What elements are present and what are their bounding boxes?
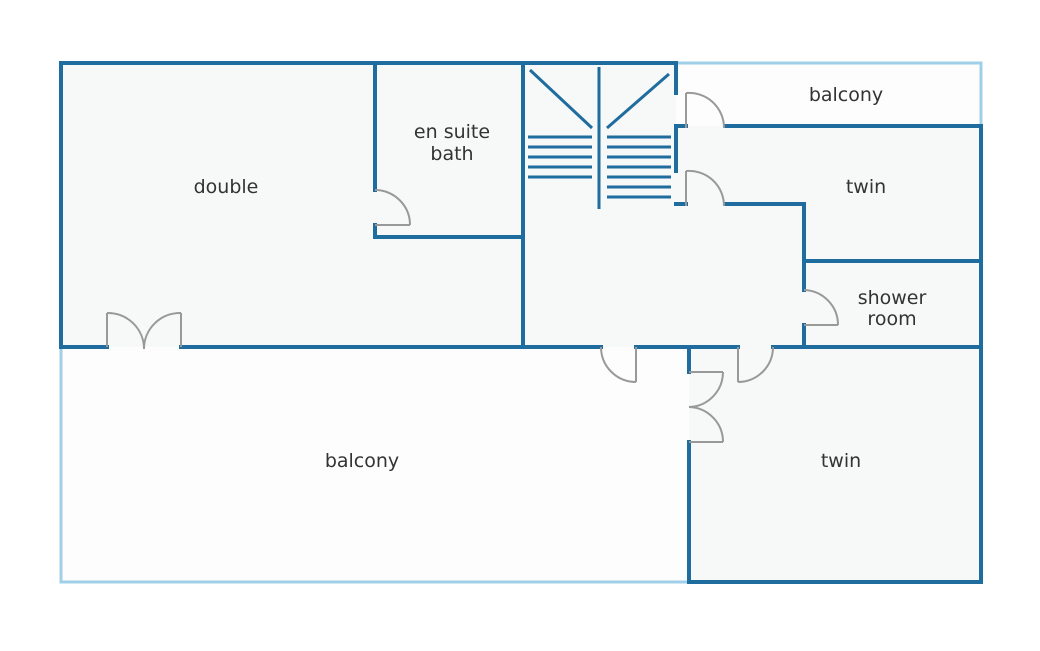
door-arc bbox=[106, 311, 145, 350]
label-twin-lower: twin bbox=[821, 450, 861, 472]
balcony-bottom-outline bbox=[59, 347, 689, 584]
walls bbox=[59, 61, 983, 584]
door-arc bbox=[688, 371, 724, 408]
label-balcony-top: balcony bbox=[809, 84, 883, 106]
floor-twin-upper bbox=[676, 126, 981, 261]
door-twin-lower-balcony[interactable] bbox=[688, 371, 724, 443]
stair-arrow-right bbox=[606, 72, 670, 130]
label-twin-upper: twin bbox=[846, 176, 886, 198]
staircase bbox=[528, 67, 671, 209]
floor-balcony-bottom bbox=[61, 347, 689, 582]
label-balcony-bottom: balcony bbox=[325, 450, 399, 472]
door-twin-upper[interactable] bbox=[685, 169, 726, 207]
door-arc bbox=[685, 169, 726, 207]
label-en-suite-line2: bath bbox=[430, 143, 473, 165]
doors bbox=[106, 91, 839, 443]
door-arc bbox=[688, 406, 724, 443]
door-balcony-top[interactable] bbox=[685, 91, 726, 129]
label-en-suite-line1: en suite bbox=[414, 121, 490, 143]
floor-shower bbox=[804, 261, 981, 347]
label-shower-line1: shower bbox=[858, 287, 927, 309]
floor-balcony-top bbox=[676, 63, 981, 126]
door-arc bbox=[600, 346, 637, 383]
label-shower-line2: room bbox=[867, 308, 916, 330]
door-arc bbox=[374, 189, 411, 226]
door-en-suite[interactable] bbox=[374, 189, 411, 226]
door-arc bbox=[143, 311, 182, 350]
floor-hall-lower-double bbox=[375, 237, 523, 347]
floor-fills bbox=[61, 63, 981, 582]
floor-en-suite bbox=[375, 63, 523, 237]
door-arc bbox=[685, 91, 726, 129]
floor-twin-lower bbox=[689, 347, 981, 582]
room-labels: double en suite bath balcony twin shower… bbox=[194, 84, 927, 472]
floor-double bbox=[61, 63, 375, 347]
balcony-outlines bbox=[59, 61, 983, 584]
stair-arrow-left bbox=[528, 68, 594, 130]
balcony-top-outline bbox=[676, 61, 983, 126]
door-hall-balcony[interactable] bbox=[600, 346, 637, 383]
door-shower[interactable] bbox=[803, 289, 839, 326]
label-double: double bbox=[194, 176, 259, 198]
door-arc bbox=[737, 346, 774, 383]
door-arc bbox=[803, 289, 839, 326]
door-double-balcony[interactable] bbox=[106, 311, 182, 350]
door-twin-lower[interactable] bbox=[737, 346, 774, 383]
